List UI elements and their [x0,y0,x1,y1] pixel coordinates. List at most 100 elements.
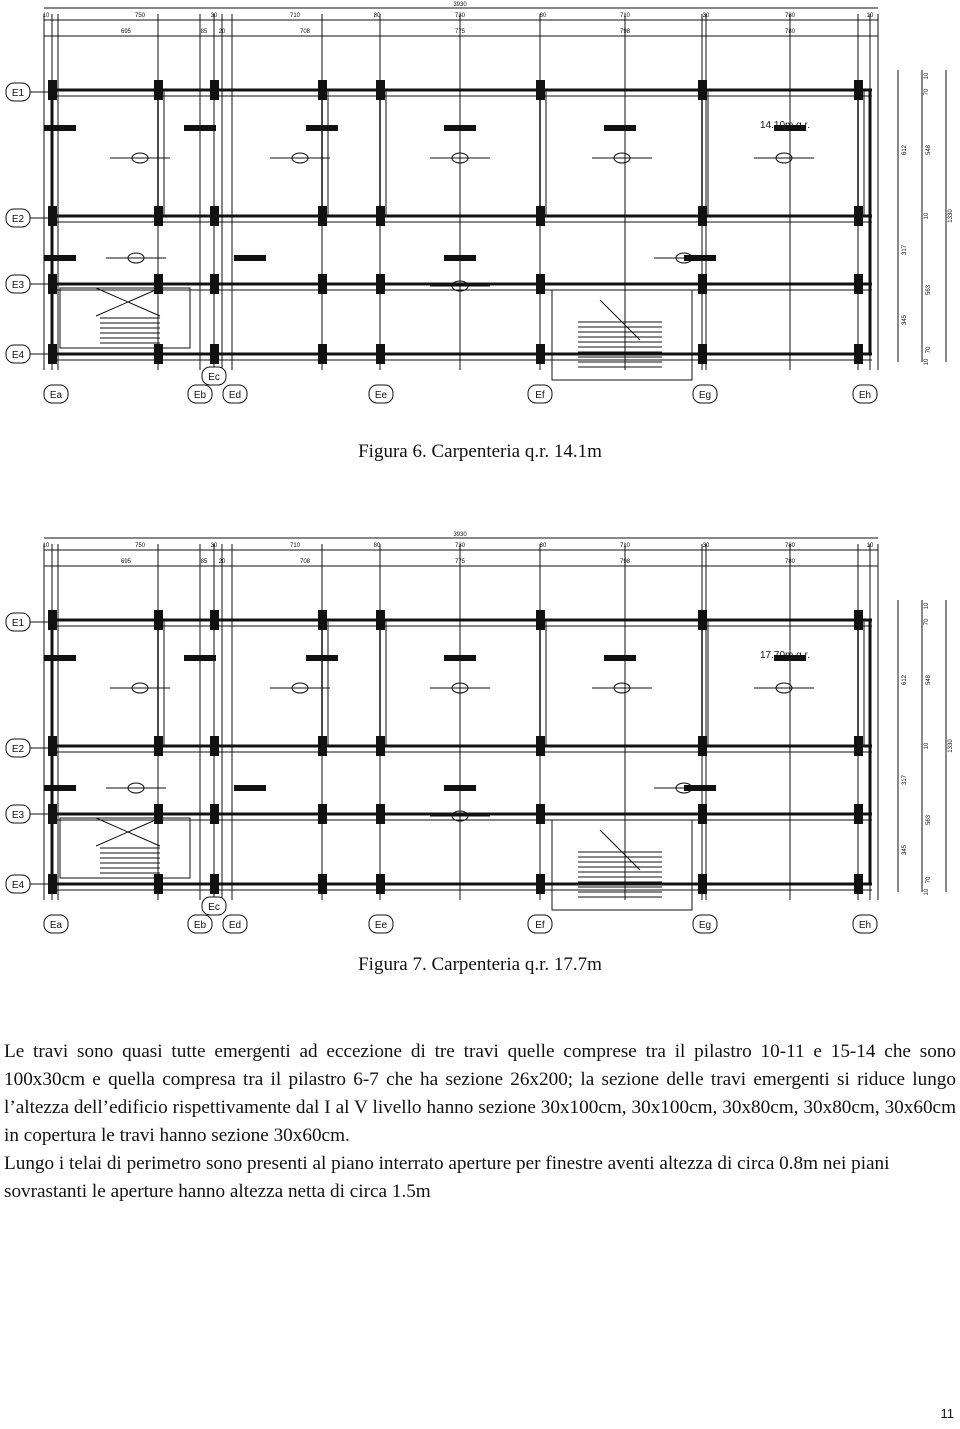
svg-text:Ec: Ec [208,372,220,383]
right-dimension-chain [897,600,947,892]
stairwell-right [551,819,693,911]
page-number: 11 [940,1406,955,1421]
stairwell-right [551,289,693,381]
right-dim-8: 345 [902,314,908,325]
svg-text:Eb: Eb [194,920,207,931]
svg-text:E1: E1 [12,618,25,629]
dim-row2-0: 695 [121,559,132,565]
right-dim-10: 10 [924,888,930,895]
columns [44,80,863,364]
axis-eb: Eb [187,914,213,934]
axis-eg: Eg [692,914,718,934]
dim-row1-0: 10 [43,543,50,549]
right-dim-8: 345 [902,844,908,855]
axis-ee: Ee [368,914,394,934]
columns [44,610,863,894]
level-label: 14.10m q.r. [760,120,810,131]
svg-text:E1: E1 [12,88,25,99]
axis-ea: Ea [43,384,69,404]
svg-text:Ef: Ef [535,920,545,931]
axis-ee: Ee [368,384,394,404]
dim-row1-1: 750 [135,543,146,549]
dim-row2-1: 85 [201,29,208,35]
axis-ec: Ec [201,366,227,386]
dim-row1-6: 80 [540,543,547,549]
axis-eh: Eh [852,384,878,404]
dim-row2-1: 85 [201,559,208,565]
right-dimension-chain [897,70,947,362]
right-dim-1: 70 [924,618,930,625]
paragraph-beams: Le travi sono quasi tutte emergenti ad e… [4,1041,956,1146]
svg-text:Ef: Ef [535,390,545,401]
dim-row2-0: 695 [121,29,132,35]
slab-span-markers [106,682,814,822]
svg-text:Eb: Eb [194,390,207,401]
dim-row1-1: 750 [135,13,146,19]
svg-text:E4: E4 [12,350,25,361]
grid-lines-vertical [43,544,879,900]
figure-6-caption: Figura 6. Carpenteria q.r. 14.1m [358,441,602,462]
right-dim-5: 317 [902,774,908,785]
right-dim-3: 548 [926,144,932,155]
axis-eb: Eb [187,384,213,404]
dim-row1-3: 710 [290,13,301,19]
right-dim-6: 1330 [948,739,954,753]
dim-row2-3: 708 [300,559,311,565]
right-dim-6: 1330 [948,209,954,223]
svg-text:E3: E3 [12,280,25,291]
right-dim-10: 10 [924,358,930,365]
dim-row1-4: 80 [374,13,381,19]
right-dim-4: 10 [924,742,930,749]
paragraph-openings: Lungo i telai di perimetro sono presenti… [4,1153,890,1202]
dim-row1-3: 710 [290,543,301,549]
axis-ed: Ed [222,914,248,934]
svg-text:Eg: Eg [699,920,711,931]
stairwell-left [59,817,191,879]
axis-e4: E4 [5,874,48,894]
axis-eh: Eh [852,914,878,934]
right-dim-5: 317 [902,244,908,255]
axis-ec: Ec [201,896,227,916]
axis-ef: Ef [527,914,553,934]
right-dim-2: 612 [902,144,908,155]
right-dim-4: 10 [924,212,930,219]
svg-text:E2: E2 [12,214,25,225]
axis-e4: E4 [5,344,48,364]
axis-ea: Ea [43,914,69,934]
axis-e1: E1 [5,82,48,102]
axis-e2: E2 [5,738,48,758]
axis-e3: E3 [5,804,48,824]
right-dim-7: 563 [926,284,932,295]
level-label: 17.70m q.r. [760,650,810,661]
axis-eg: Eg [692,384,718,404]
right-dim-3: 548 [926,674,932,685]
svg-text:Ec: Ec [208,902,220,913]
axis-ef: Ef [527,384,553,404]
right-dim-1: 70 [924,88,930,95]
slab-span-markers [106,152,814,292]
axis-ed: Ed [222,384,248,404]
svg-text:Ea: Ea [50,390,63,401]
dim-row1-6: 80 [540,13,547,19]
stairwell-left [59,287,191,349]
dim-row1-4: 80 [374,543,381,549]
svg-text:E3: E3 [12,810,25,821]
beams [50,88,872,361]
dim-row2-3: 708 [300,29,311,35]
svg-text:Ee: Ee [375,390,388,401]
svg-text:Ed: Ed [229,920,241,931]
axis-e3: E3 [5,274,48,294]
svg-text:E4: E4 [12,880,25,891]
svg-text:E2: E2 [12,744,25,755]
svg-text:Ed: Ed [229,390,241,401]
beams [50,618,872,891]
right-dim-9: 70 [926,346,932,353]
svg-text:Eh: Eh [859,920,871,931]
body-text: Le travi sono quasi tutte emergenti ad e… [4,1038,956,1206]
svg-text:Ea: Ea [50,920,63,931]
right-dim-7: 563 [926,814,932,825]
